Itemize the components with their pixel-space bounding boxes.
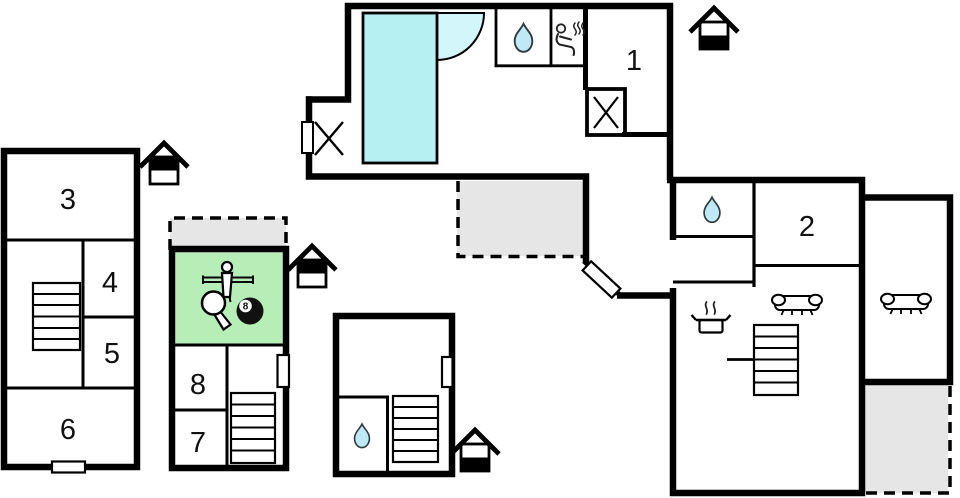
room-2-label: 2: [799, 211, 815, 243]
x-marker: [314, 121, 344, 156]
sofa-icon: [771, 293, 823, 316]
swimming-pool: [361, 11, 439, 165]
left-interior-walls: [4, 238, 137, 390]
house-ground-floor-icon: [449, 426, 501, 473]
door: [301, 121, 314, 154]
top-building-outer-walls: [306, 2, 674, 180]
bottom-interior-walls: [339, 395, 389, 471]
water-drop-icon: [353, 422, 371, 449]
water-drop-icon: [703, 195, 721, 224]
door: [50, 460, 87, 474]
terrace-dashed-edge: [866, 386, 952, 495]
house-upper-floor-icon: [286, 242, 338, 289]
middle-building: 8 8 7: [168, 216, 291, 472]
middle-interior-walls: [175, 343, 283, 466]
door: [276, 353, 291, 389]
stairs: [31, 281, 82, 352]
room-8-label: 8: [190, 369, 206, 401]
top-rooms-dividers: [494, 7, 586, 68]
door-diagonal: [581, 259, 622, 300]
x-marker: [593, 96, 619, 129]
room-7-label: 7: [190, 427, 206, 459]
room-4-label: 4: [102, 267, 118, 299]
terrace-top-building: [457, 181, 584, 256]
cooking-pot-icon: [690, 301, 732, 334]
billiard-8-ball-icon: 8: [236, 297, 264, 325]
stairs: [229, 391, 277, 465]
sofa-icon: [880, 292, 932, 315]
water-drop-icon: [513, 21, 534, 53]
right-building-outer-walls: [667, 176, 866, 497]
right-interior-walls: [673, 235, 862, 284]
terrace-right-annex: [865, 385, 948, 493]
top-building: 1: [301, 2, 676, 300]
house-ground-floor-icon: [688, 4, 740, 51]
bottom-building: [332, 312, 456, 478]
foosball-player-icon: [202, 260, 254, 303]
door: [440, 355, 454, 389]
right-annex-walls: [859, 194, 954, 386]
terrace-middle-building: [170, 218, 286, 249]
room-6-label: 6: [60, 414, 76, 446]
room-1-label: 1: [626, 45, 642, 77]
right-building: 2: [667, 176, 954, 497]
room-5-label: 5: [104, 338, 120, 370]
table-tennis-paddle-icon: [200, 290, 233, 332]
terrace-dashed-edge: [168, 216, 288, 250]
ball-8-label: 8: [243, 302, 249, 313]
stairs: [727, 323, 800, 397]
stairs: [391, 394, 440, 464]
house-upper-floor-icon: [138, 139, 190, 186]
terrace-dashed-edge: [456, 181, 585, 259]
room-3-label: 3: [60, 184, 76, 216]
sauna-icon: [555, 21, 585, 56]
pool-steps-quarter-circle: [436, 12, 486, 62]
left-building: 3 4 5 6: [0, 147, 141, 474]
steam: [704, 301, 717, 315]
